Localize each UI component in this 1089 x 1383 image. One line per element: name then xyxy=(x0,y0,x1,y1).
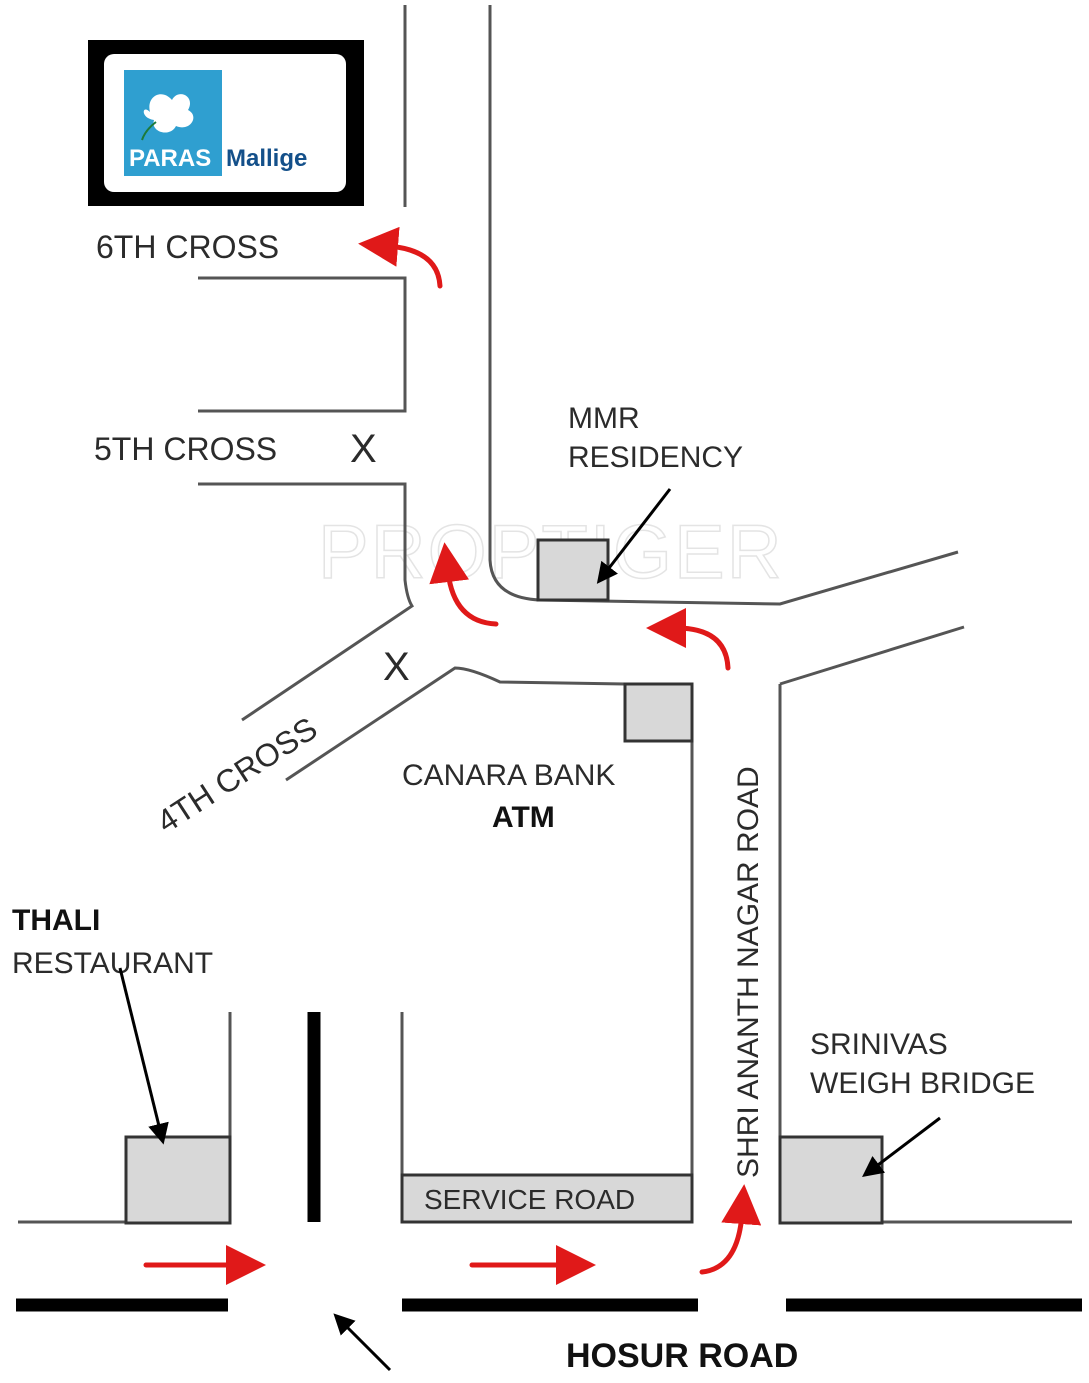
canara-bank-atm-building xyxy=(623,682,694,743)
label-canara-line1: CANARA BANK xyxy=(402,759,615,792)
thali-restaurant-building xyxy=(124,1135,232,1225)
hosur-road-barriers xyxy=(16,1012,1082,1312)
label-4th-cross: 4TH CROSS xyxy=(150,710,323,840)
label-shri-ananth-nagar-road: SHRI ANANTH NAGAR ROAD xyxy=(732,766,765,1178)
label-srinivas-line1: SRINIVAS xyxy=(810,1028,948,1061)
label-srinivas-line2: WEIGH BRIDGE xyxy=(810,1067,1035,1100)
jasmine-flower-icon xyxy=(141,94,194,141)
logo-product-text: Mallige xyxy=(226,145,307,172)
label-thali-line2: RESTAURANT xyxy=(12,947,213,980)
label-mmr-line1: MMR xyxy=(568,402,640,435)
paras-mallige-logo: PARAS Mallige xyxy=(88,40,364,206)
srinivas-weigh-bridge-building xyxy=(778,1135,884,1225)
logo-brand-text: PARAS xyxy=(129,145,211,172)
label-mmr-line2: RESIDENCY xyxy=(568,441,743,474)
marker-blocked-5th: X xyxy=(350,427,377,471)
label-thali-line1: THALI xyxy=(12,904,100,937)
label-service-road: SERVICE ROAD xyxy=(424,1184,635,1215)
label-6th-cross: 6TH CROSS xyxy=(96,229,279,265)
service-road-box xyxy=(400,1173,694,1224)
route-arrow-icon xyxy=(143,226,762,1285)
label-hosur-road: HOSUR ROAD xyxy=(566,1337,798,1375)
marker-blocked-4th: X xyxy=(383,645,410,689)
label-canara-line2: ATM xyxy=(492,801,555,834)
label-5th-cross: 5TH CROSS xyxy=(94,431,277,467)
pointer-arrow-icon xyxy=(118,488,941,1372)
mmr-residency-building xyxy=(536,538,610,602)
